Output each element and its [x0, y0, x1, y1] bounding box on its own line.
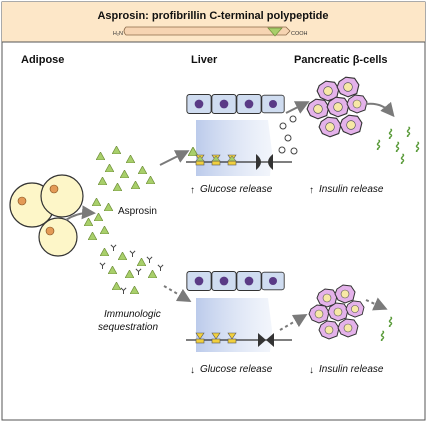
receptor-complex-bottom: [195, 332, 237, 344]
secretion-arrow: [65, 205, 96, 221]
hepatocyte: [236, 93, 262, 115]
insulin-down-arrow: ↓: [309, 365, 314, 376]
immunologic-label-line2: sequestration: [98, 322, 158, 333]
liver-bottom: [186, 270, 292, 352]
asprosin-label: Asprosin: [118, 206, 157, 217]
hepatocyte: [186, 93, 212, 115]
hepatocyte: [186, 270, 212, 292]
glucose-up-arrow: ↑: [190, 185, 195, 196]
figure-title: Asprosin: profibrillin C-terminal polype…: [97, 10, 328, 22]
hepatocyte: [236, 270, 262, 292]
glucose-release-down-label: Glucose release: [200, 364, 273, 375]
c-terminus-label: COOH: [291, 31, 308, 37]
peptide-bar: [123, 26, 291, 36]
adipocyte-nucleus-icon: [17, 196, 27, 206]
heading-pancreatic-beta-cells: Pancreatic β-cells: [294, 54, 388, 66]
adipocyte-cell: [40, 174, 84, 218]
to-pancreas-arrow-top: [285, 101, 310, 114]
to-liver-arrow-bottom: [163, 285, 192, 303]
insulin-up-arrow: ↑: [309, 185, 314, 196]
heading-adipose: Adipose: [21, 54, 64, 66]
hepatocyte: [261, 271, 285, 291]
insulin-release-down-label: Insulin release: [319, 364, 384, 375]
adipocyte-nucleus-icon: [45, 226, 55, 236]
to-liver-arrow-top: [159, 150, 190, 166]
liver-top: [186, 93, 292, 176]
adipocyte-cell: [38, 217, 78, 257]
glucose-channel-open-icon: [256, 154, 273, 170]
peptide-diagram: H₂N COOH: [113, 26, 308, 37]
to-pancreas-arrow-bottom: [279, 313, 308, 331]
insulin-release-up-label: Insulin release: [319, 184, 384, 195]
liver-cone-top: [196, 120, 272, 176]
hepatocyte: [261, 94, 285, 114]
receptor-complex-top: [195, 154, 237, 166]
immunologic-label-line1: Immunologic: [104, 309, 161, 320]
glucose-channel-closed-icon: [258, 333, 274, 347]
n-terminus-label: H₂N: [113, 31, 123, 37]
insulin-arrow-top: [365, 101, 395, 118]
glucose-down-arrow: ↓: [190, 365, 195, 376]
glucose-release-up-label: Glucose release: [200, 184, 273, 195]
asprosin-segment-icon: [267, 27, 283, 37]
hepatocyte: [211, 93, 237, 115]
adipocyte-nucleus-icon: [49, 184, 59, 194]
header-band: [2, 2, 425, 42]
heading-liver: Liver: [191, 54, 218, 66]
hepatocyte: [211, 270, 237, 292]
glucose-release-circles: [278, 115, 298, 155]
adipocyte-cluster: [9, 174, 84, 257]
liver-cone-bottom: [196, 298, 272, 352]
